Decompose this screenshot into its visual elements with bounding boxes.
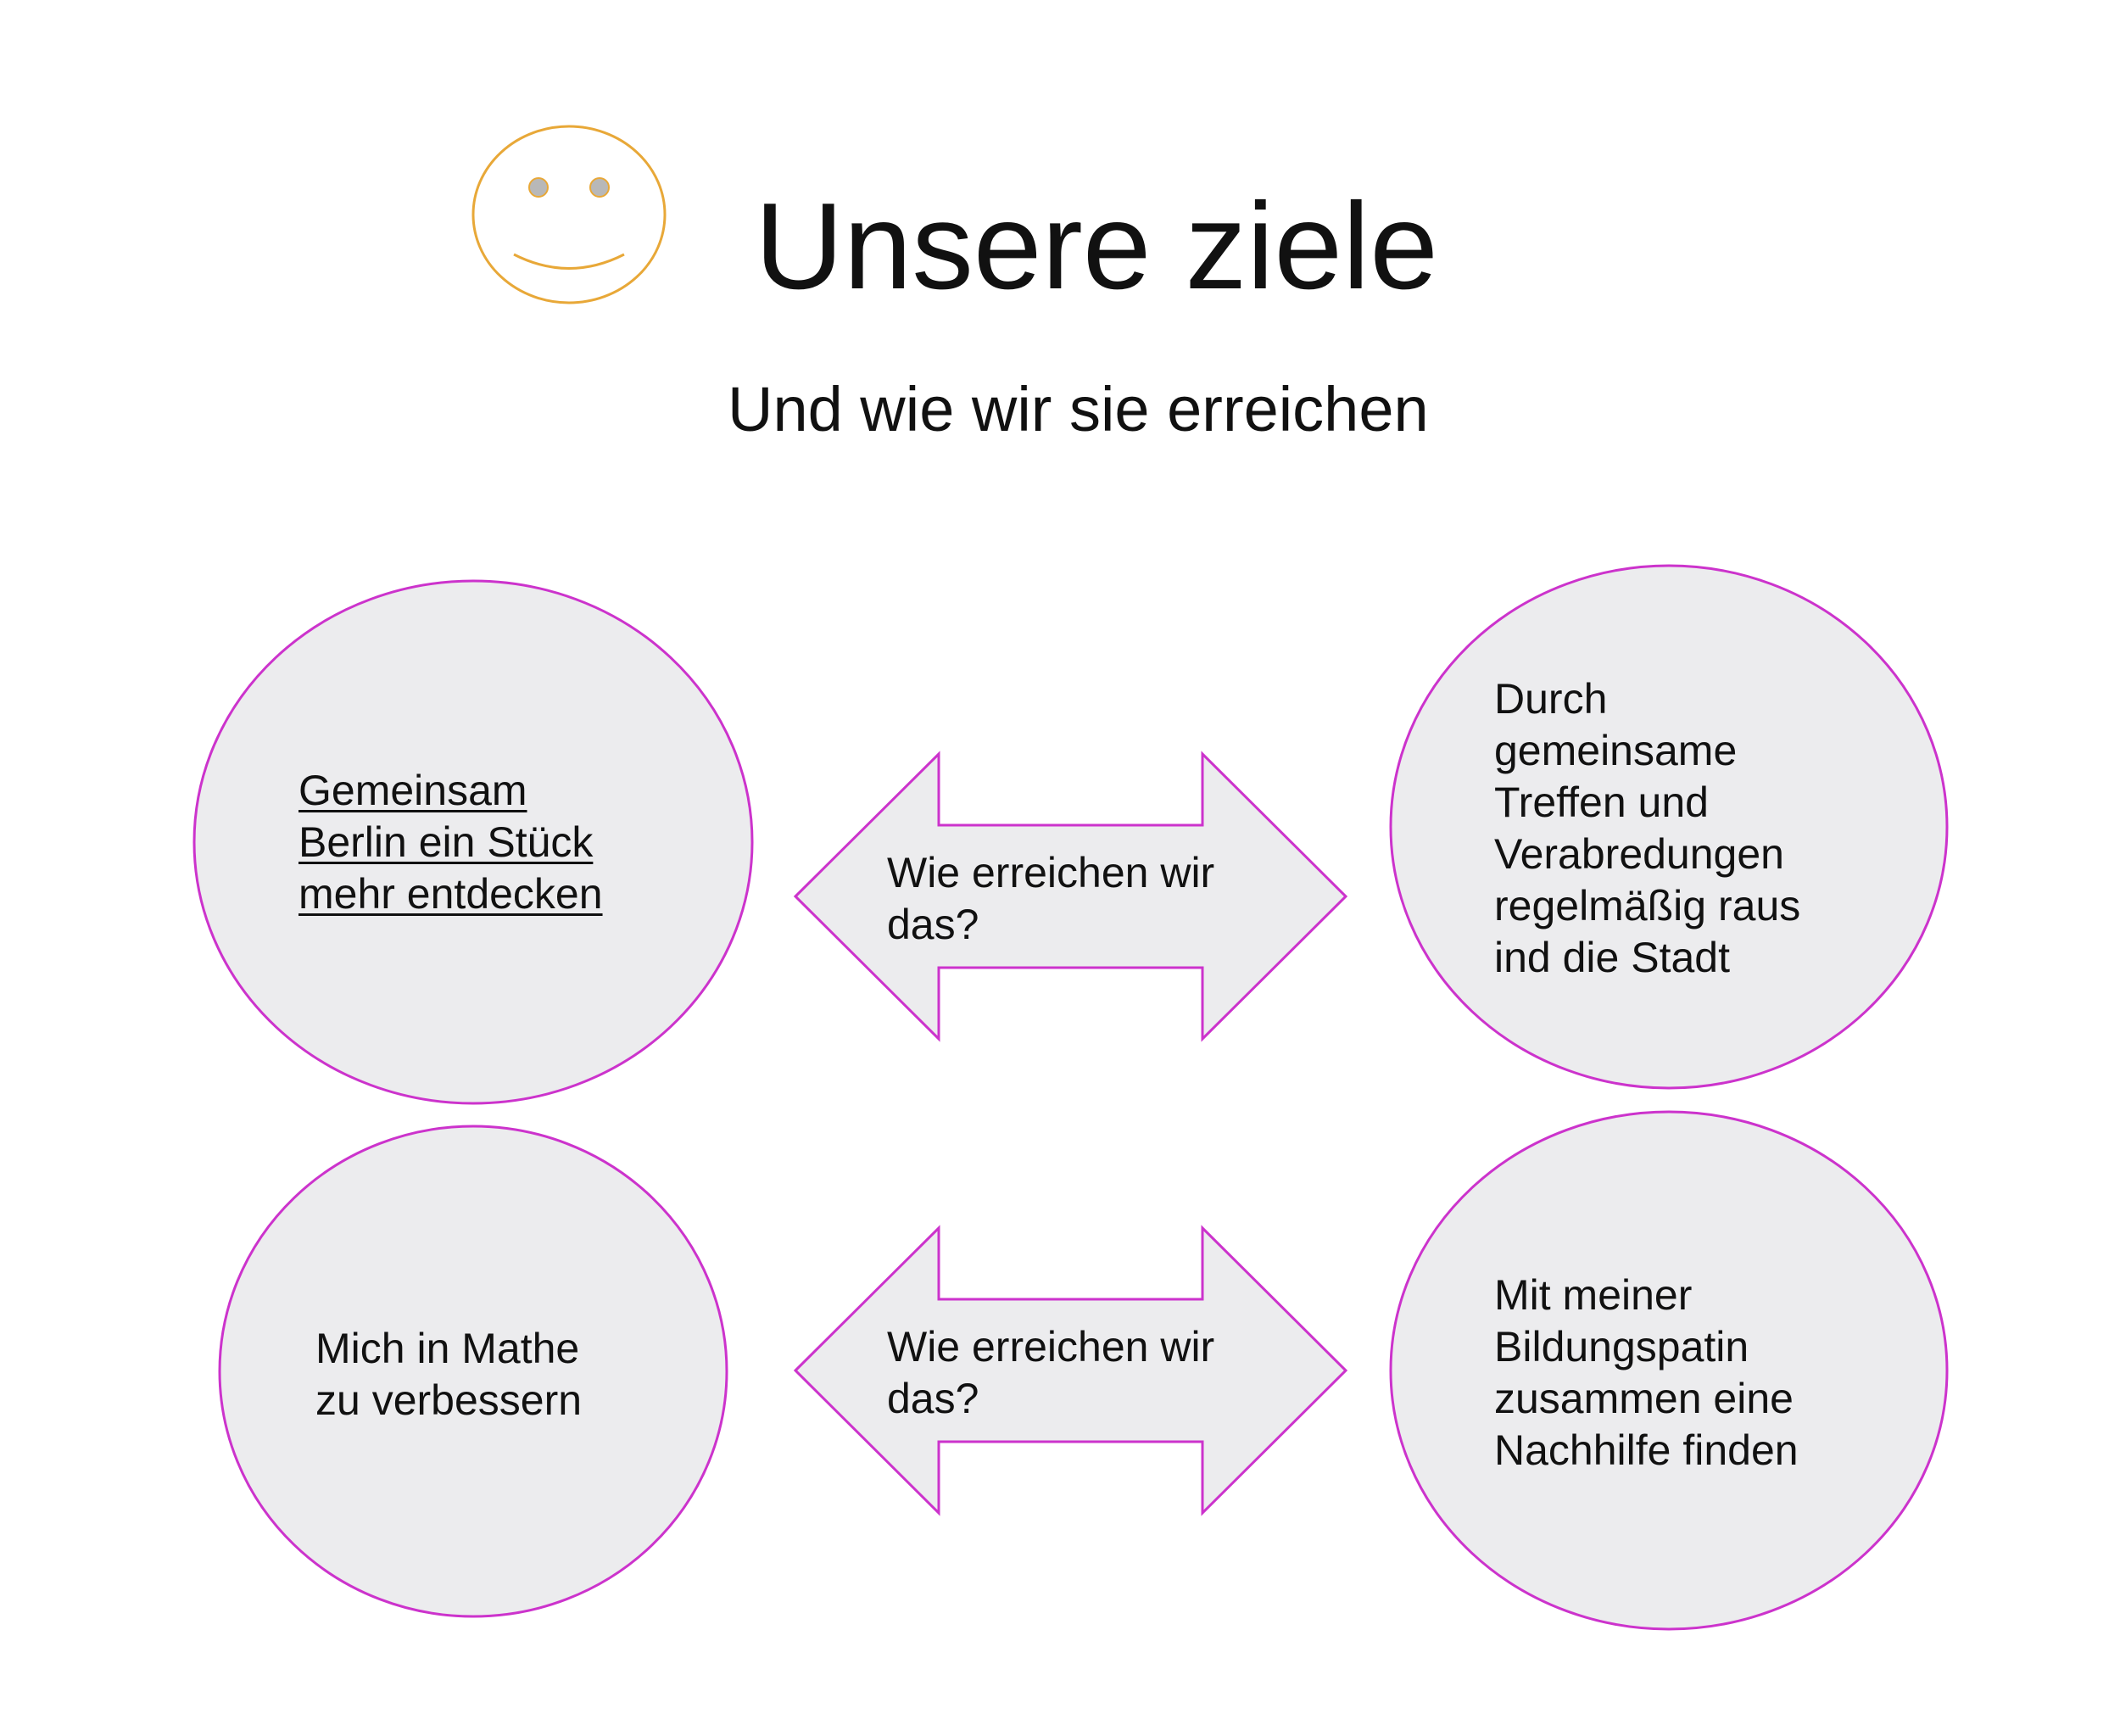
- answer-line: Nachhilfe finden: [1494, 1426, 1799, 1474]
- page-subtitle: Und wie wir sie erreichen: [728, 374, 1429, 444]
- smiley-face-icon: [471, 125, 667, 304]
- page-title: Unsere ziele: [755, 177, 1438, 315]
- question-line: Wie erreichen wir: [887, 849, 1215, 896]
- answer-line: regelmäßig raus: [1494, 882, 1801, 929]
- answer-line: Bildungspatin: [1494, 1323, 1749, 1370]
- goal-text-2: Mich in Mathe zu verbessern: [315, 1323, 582, 1426]
- goal-line: mehr entdecken: [298, 870, 603, 918]
- answer-line: gemeinsame: [1494, 727, 1738, 774]
- goal-line: zu verbessern: [315, 1376, 583, 1424]
- goal-text-1: Gemeinsam Berlin ein Stück mehr entdecke…: [298, 765, 603, 920]
- double-arrow-1: [793, 751, 1348, 1042]
- goal-line: Gemeinsam: [298, 767, 527, 814]
- double-arrow-2: [793, 1225, 1348, 1516]
- answer-text-2: Mit meiner Bildungspatin zusammen eine N…: [1494, 1270, 1799, 1476]
- question-text-2: Wie erreichen wir das?: [887, 1321, 1214, 1425]
- answer-line: zusammen eine: [1494, 1375, 1794, 1422]
- question-line: das?: [887, 901, 979, 948]
- answer-line: Treffen und: [1494, 779, 1709, 826]
- answer-line: Durch: [1494, 675, 1608, 723]
- answer-circle-2: [1389, 1110, 1949, 1631]
- question-line: Wie erreichen wir: [887, 1323, 1215, 1370]
- goal-line: Berlin ein Stück: [298, 818, 594, 866]
- goal-circle-2: [218, 1125, 728, 1618]
- answer-line: Mit meiner: [1494, 1271, 1693, 1319]
- goal-line: Mich in Mathe: [315, 1325, 580, 1372]
- answer-line: Verabredungen: [1494, 830, 1784, 878]
- goal-circle-1: [192, 579, 754, 1105]
- answer-text-1: Durch gemeinsame Treffen und Verabredung…: [1494, 673, 1800, 984]
- question-text-1: Wie erreichen wir das?: [887, 847, 1214, 951]
- question-line: das?: [887, 1375, 979, 1422]
- answer-line: ind die Stadt: [1494, 934, 1730, 981]
- answer-circle-1: [1389, 564, 1949, 1090]
